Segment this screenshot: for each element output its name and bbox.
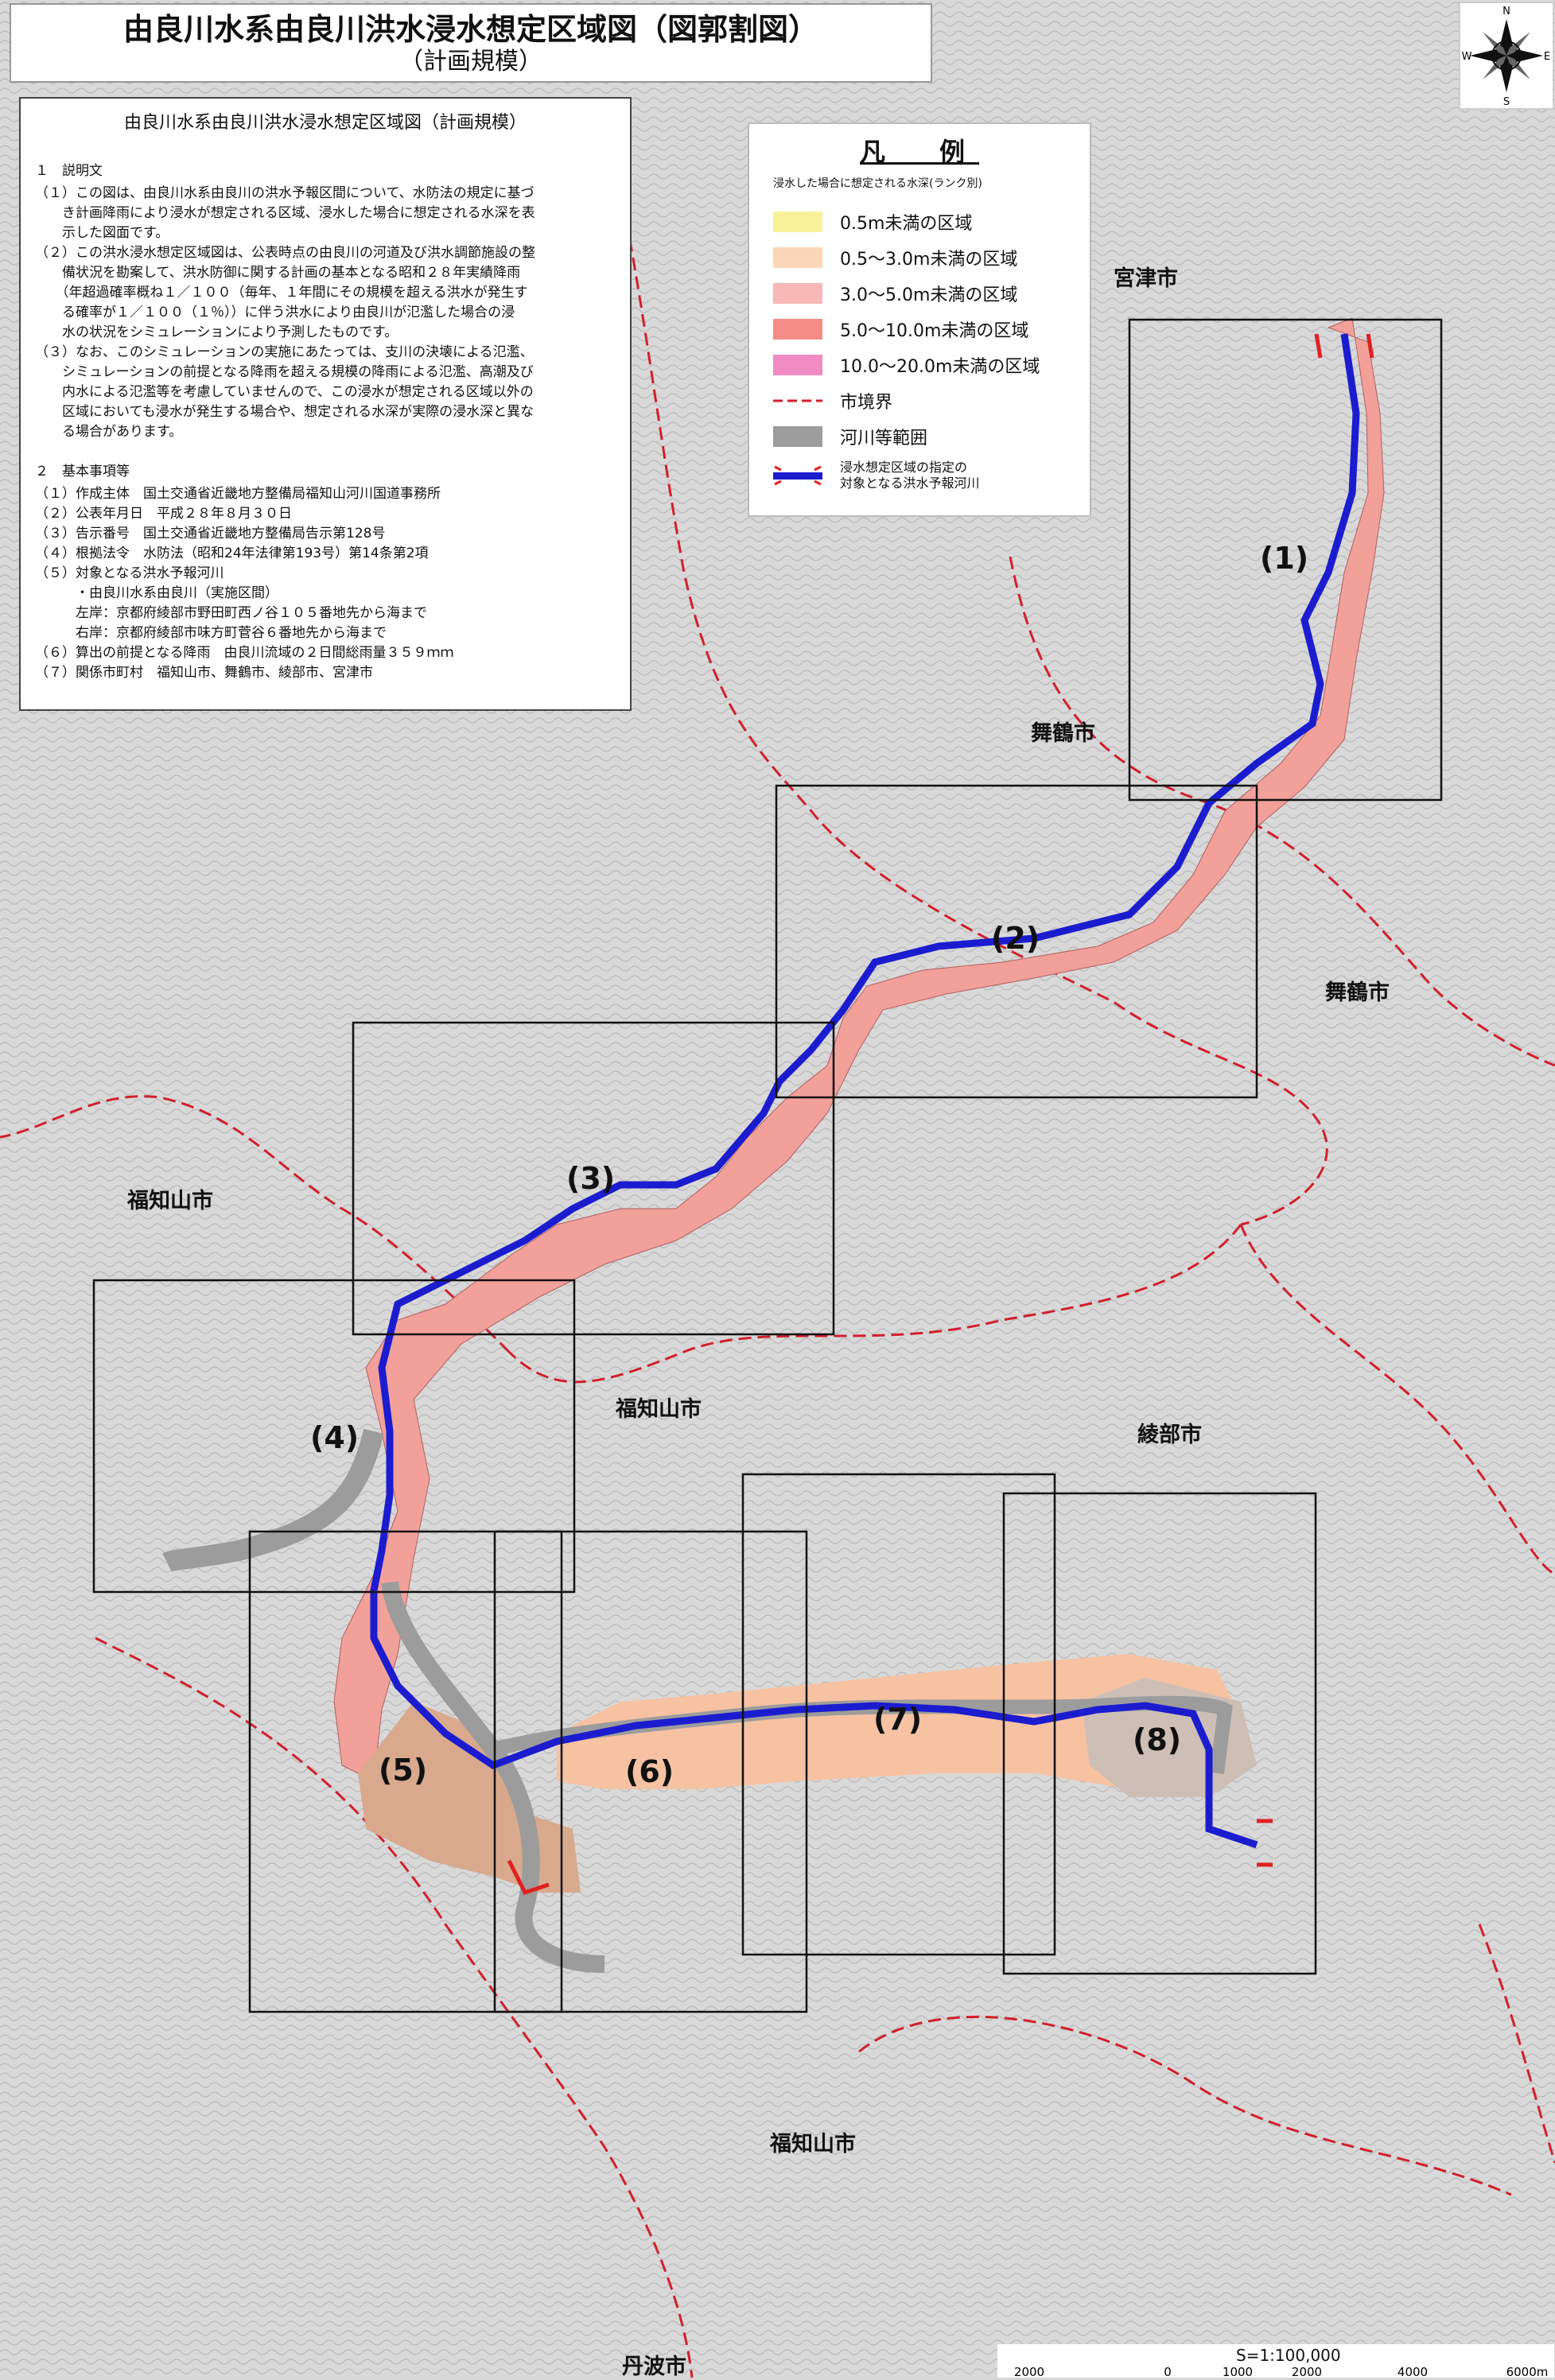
legend-heading: 凡 例	[859, 137, 979, 167]
description-line: 内水による氾濫等を考慮していませんので、この浸水が想定される区域以外の	[35, 384, 534, 400]
description-line: （年超過確率概ね１／１００（毎年、１年間にその規模を超える洪水が発生す	[35, 285, 528, 301]
sheet-label-4: (4)	[310, 1420, 360, 1455]
legend-label: 0.5～3.0m未満の区域	[840, 249, 1018, 270]
boundary-line-swatch	[773, 399, 822, 402]
sheet-frame-1	[1128, 318, 1443, 802]
legend-label: 3.0～5.0m未満の区域	[840, 285, 1018, 305]
scale-tick: 2000	[1292, 2365, 1322, 2378]
info-section-2: ２ 基本事項等	[35, 464, 130, 479]
sheet-label-7: (7)	[873, 1702, 923, 1737]
river-section-markers	[507, 333, 1374, 1896]
basics-line: 右岸：京都府綾部市味方町菅谷６番地先から海まで	[35, 625, 387, 641]
sheet-frame-3	[352, 1021, 835, 1336]
sheet-label-6: (6)	[625, 1754, 674, 1789]
basics-line: （４）根拠法令 水防法（昭和24年法律第193号）第14条第2項	[35, 545, 429, 561]
place-label-maizuru: 舞鶴市	[1031, 721, 1095, 746]
legend-swatch	[773, 282, 822, 304]
compass-n: N	[1503, 6, 1510, 17]
legend-label: 市境界	[840, 392, 893, 413]
legend-swatch	[773, 318, 822, 340]
title-box: 由良川水系由良川洪水浸水想定区域図（図郭割図） （計画規模）	[10, 3, 932, 83]
sheet-label-2: (2)	[991, 921, 1040, 956]
sheet-label-3: (3)	[566, 1161, 616, 1196]
description-line: 水の状況をシミュレーションにより予測したものです。	[35, 324, 398, 340]
legend-item: 3.0～5.0m未満の区域	[765, 275, 1074, 311]
place-label-maizuru-east: 舞鶴市	[1325, 980, 1390, 1005]
basics-line: （２）公表年月日 平成２８年８月３０日	[35, 506, 292, 522]
compass-w: W	[1462, 51, 1472, 63]
sheet-label-1: (1)	[1260, 541, 1309, 576]
legend-label: 10.0～20.0m未満の区域	[840, 356, 1040, 377]
description-line: （１）この図は、由良川水系由良川の洪水予報区間について、水防法の規定に基づ	[35, 185, 535, 201]
legend-label: 5.0～10.0m未満の区域	[840, 320, 1029, 341]
legend-label: 0.5m未満の区域	[840, 213, 973, 234]
scale-ticks: 2000 0 1000 2000 4000 6000m	[1014, 2365, 1549, 2378]
info-section-1: １ 説明文	[35, 163, 103, 179]
sheet-frames	[92, 318, 1443, 2013]
legend: 凡 例 浸水した場合に想定される水深(ランク別) 0.5m未満の区域 0.5～3…	[748, 122, 1091, 517]
legend-item: 0.5m未満の区域	[765, 204, 1074, 239]
description-line: （２）この洪水浸水想定区域図は、公表時点の由良川の河道及び洪水調節施設の整	[35, 245, 535, 261]
description-line: シミュレーションの前提となる降雨を超える規模の降雨による氾濫、高潮及び	[35, 364, 534, 380]
scale-tick: 0	[1164, 2365, 1172, 2378]
legend-item: 5.0～10.0m未満の区域	[765, 311, 1074, 347]
description-line: 区域においても浸水が発生する場合や、想定される水深が実際の浸水深と異な	[35, 404, 535, 420]
scale-tick: 1000	[1223, 2365, 1253, 2378]
legend-subheading: 浸水した場合に想定される水深(ランク別)	[773, 177, 982, 190]
basics-line: （６）算出の前提となる降雨 由良川流域の２日間総雨量３５９ｍｍ	[35, 645, 454, 661]
sheet-frame-8	[1002, 1492, 1317, 1975]
legend-label: 浸水想定区域の指定の 対象となる洪水予報河川	[840, 460, 980, 491]
legend-item: 0.5～3.0m未満の区域	[765, 239, 1074, 275]
sheet-frame-7	[741, 1473, 1056, 1956]
scale-tick: 4000	[1398, 2365, 1428, 2378]
city-boundaries	[0, 126, 1555, 2378]
basics-line: （３）告示番号 国土交通省近畿地方整備局告示第128号	[35, 526, 386, 542]
basics-line: （５）対象となる洪水予報河川	[35, 565, 224, 581]
place-label-fukuchiyama-west: 福知山市	[127, 1189, 213, 1213]
place-label-tamba: 丹波市	[622, 2355, 686, 2379]
description-line: き計画降雨により浸水が想定される区域、浸水した場合に想定される水深を表	[35, 205, 535, 221]
compass-rose: N S W E	[1459, 2, 1554, 110]
legend-swatch	[773, 354, 822, 375]
legend-target-river-item: 浸水想定区域の指定の 対象となる洪水予報河川	[765, 454, 1074, 497]
scale-tick: 2000	[1014, 2365, 1044, 2378]
sheet-label-8: (8)	[1133, 1722, 1182, 1757]
info-box: 由良川水系由良川洪水浸水想定区域図（計画規模） １ 説明文 （１）この図は、由良…	[19, 97, 632, 711]
place-label-ayabe: 綾部市	[1137, 1423, 1202, 1447]
legend-boundary-item: 市境界	[765, 382, 1074, 418]
place-label-miyazu: 宮津市	[1114, 266, 1178, 291]
description-line: 示した図面です。	[35, 225, 169, 241]
legend-river-area-item: 河川等範囲	[765, 418, 1074, 454]
sheet-frame-2	[775, 784, 1258, 1099]
place-label-fukuchiyama-south: 福知山市	[770, 2132, 856, 2157]
description-line: （３）なお、このシミュレーションの実施にあたっては、支川の決壊による氾濫、	[35, 344, 534, 360]
description-line: る場合があります。	[35, 424, 183, 440]
scale-ratio: S=1:100,000	[1236, 2346, 1341, 2365]
legend-swatch	[773, 247, 822, 268]
legend-item: 10.0～20.0m未満の区域	[765, 347, 1074, 382]
basics-line: ・由良川水系由良川（実施区間）	[35, 585, 278, 601]
compass-icon: N S W E	[1462, 6, 1551, 108]
sheet-frame-4	[92, 1279, 576, 1594]
legend-label: 河川等範囲	[840, 428, 928, 448]
river-area-swatch	[773, 425, 822, 447]
sheet-frame-5	[248, 1530, 563, 2013]
sheet-frame-6	[493, 1530, 808, 2013]
description-line: る確率が１／１００（１％））に伴う洪水により由良川が氾濫した場合の浸	[35, 305, 515, 320]
target-river-swatch	[773, 465, 822, 486]
compass-s: S	[1503, 96, 1510, 108]
legend-swatch	[773, 211, 822, 232]
description-line: 備状況を勘案して、洪水防御に関する計画の基本となる昭和２８年実績降雨	[35, 265, 521, 281]
basics-line: （７）関係市町村 福知山市、舞鶴市、綾部市、宮津市	[35, 665, 373, 681]
basics-line: 左岸：京都府綾部市野田町西ノ谷１０５番地先から海まで	[35, 605, 427, 621]
compass-e: E	[1544, 51, 1550, 63]
map-title: 由良川水系由良川洪水浸水想定区域図（図郭割図）	[122, 12, 818, 47]
scale-tick: 6000m	[1506, 2365, 1549, 2378]
scale-bar: S=1:100,000 2000 0 1000 2000 4000 6000m	[997, 2344, 1554, 2378]
info-heading: 由良川水系由良川洪水浸水想定区域図（計画規模）	[123, 113, 527, 133]
map-subtitle: （計画規模）	[399, 48, 542, 76]
basics-line: （１）作成主体 国土交通省近畿地方整備局福知山河川国道事務所	[35, 486, 441, 502]
place-label-fukuchiyama: 福知山市	[616, 1397, 702, 1422]
sheet-label-5: (5)	[379, 1753, 428, 1788]
